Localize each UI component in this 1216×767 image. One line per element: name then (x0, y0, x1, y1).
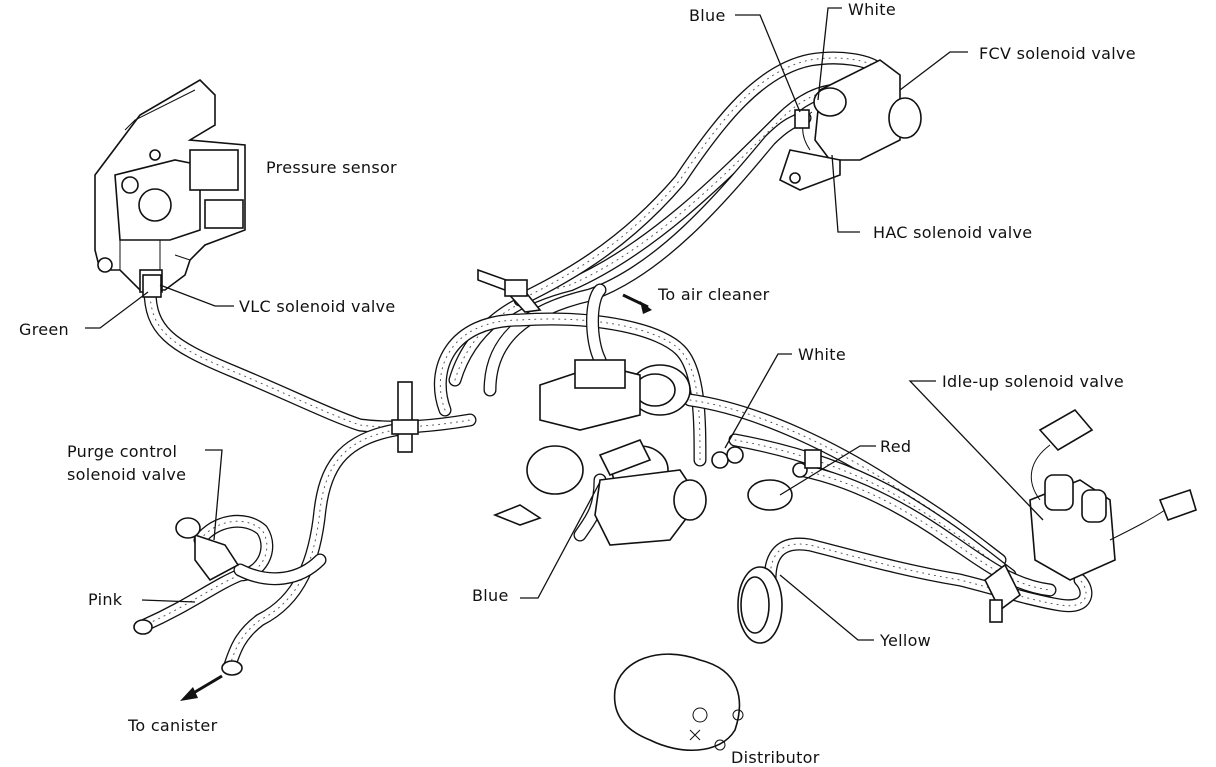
label-distributor: Distributor (731, 748, 820, 767)
idle-up-solenoid (983, 408, 1197, 623)
hose-air-cleaner (586, 283, 607, 367)
label-idle-up: Idle-up solenoid valve (942, 372, 1124, 391)
fcv-hac-solenoid (779, 59, 922, 191)
hose-fcv-3 (513, 51, 887, 307)
hose-idle-up-2 (728, 433, 1017, 582)
leader-lines (85, 7, 1044, 641)
label-to-canister: To canister (128, 716, 218, 735)
label-pink: Pink (88, 590, 123, 609)
label-red: Red (880, 437, 912, 456)
hose-purge-to-main (233, 553, 327, 586)
label-purge-control: Purge control (67, 442, 178, 461)
pressure-sensor (94, 78, 246, 293)
hose-clamps (391, 268, 542, 453)
label-to-air-cleaner: To air cleaner (658, 285, 770, 304)
label-fcv-solenoid: FCV solenoid valve (979, 44, 1136, 63)
label-green: Green (19, 320, 69, 339)
label-white-mid: White (798, 345, 847, 364)
label-hac-solenoid: HAC solenoid valve (873, 223, 1033, 242)
tube-ends (133, 619, 243, 676)
vacuum-advance (737, 566, 783, 644)
label-pressure-sensor: Pressure sensor (266, 158, 397, 177)
carburetor-area (492, 359, 744, 546)
purge-control-solenoid (175, 517, 240, 582)
red-valve (747, 449, 822, 511)
label-white-top: White (848, 0, 897, 19)
label-yellow: Yellow (880, 631, 932, 650)
label-blue-top: Blue (689, 6, 726, 25)
hose-yellow (763, 537, 1093, 613)
hose-idle-up-3 (793, 463, 1057, 597)
hose-purge-loop (138, 514, 274, 632)
hoses (138, 51, 1093, 672)
hose-fcv-2 (483, 111, 812, 397)
label-blue-bottom: Blue (472, 586, 509, 605)
hose-canister (223, 423, 402, 672)
label-vlc-solenoid: VLC solenoid valve (239, 297, 396, 316)
hose-center-loop (433, 312, 707, 467)
flow-arrows (180, 293, 652, 701)
distributor (613, 653, 744, 752)
label-purge-control-2: solenoid valve (67, 465, 187, 484)
